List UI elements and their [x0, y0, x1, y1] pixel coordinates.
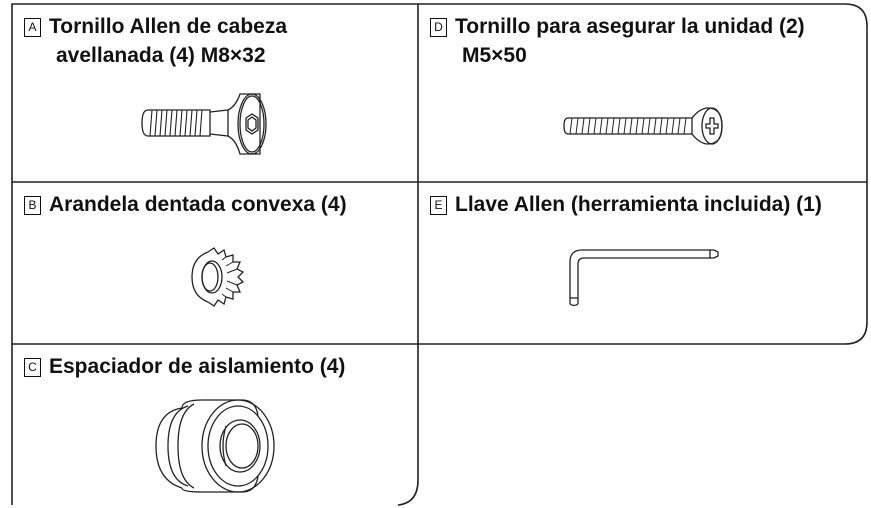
part-letter-c: C — [24, 358, 41, 377]
part-letter-e: E — [430, 196, 447, 215]
part-title-b: B Arandela dentada convexa (4) — [24, 190, 347, 219]
part-title-c: C Espaciador de aislamiento (4) — [24, 352, 345, 381]
part-name-e-line1: Llave Allen (herramienta incluida) (1) — [455, 193, 822, 216]
part-title-e: E Llave Allen (herramienta incluida) (1) — [430, 190, 822, 219]
part-title-a: A Tornillo Allen de cabeza avellanada (4)… — [24, 12, 287, 70]
part-name-a-line2: avellanada (4) M8×32 — [56, 44, 266, 67]
part-letter-b: B — [24, 196, 41, 215]
convex-toothed-washer-icon — [191, 247, 245, 307]
part-letter-d: D — [430, 18, 447, 37]
part-name-b-line1: Arandela dentada convexa (4) — [49, 193, 347, 216]
isolation-spacer-icon — [155, 399, 275, 493]
allen-key-icon — [569, 249, 719, 307]
part-title-d: D Tornillo para asegurar la unidad (2) M5… — [430, 12, 805, 70]
unit-securing-screw-icon — [563, 107, 723, 145]
part-name-d-line1: Tornillo para asegurar la unidad (2) — [455, 15, 805, 38]
part-name-c-line1: Espaciador de aislamiento (4) — [49, 355, 346, 378]
part-name-d-line2: M5×50 — [462, 44, 527, 67]
part-letter-a: A — [24, 18, 41, 37]
part-name-a-line1: Tornillo Allen de cabeza — [49, 15, 288, 38]
countersunk-allen-screw-icon — [141, 93, 267, 155]
